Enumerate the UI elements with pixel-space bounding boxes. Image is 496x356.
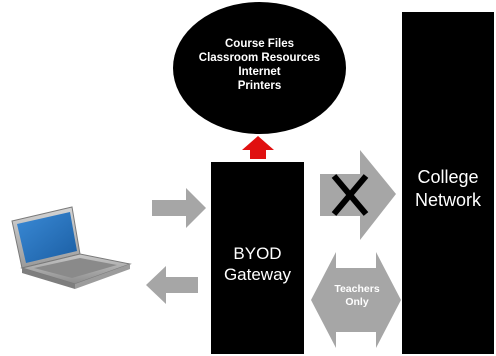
teachers-label-line1: Teachers xyxy=(334,283,380,295)
blocked-x-icon xyxy=(331,174,369,216)
laptop-icon xyxy=(11,206,132,289)
college-network-box: College Network xyxy=(402,12,494,354)
arrow-to-gateway-icon xyxy=(152,188,206,228)
resource-internet: Internet xyxy=(238,66,281,78)
teachers-label-line2: Only xyxy=(345,296,369,308)
gateway-label-line1: BYOD xyxy=(233,244,282,263)
teachers-double-arrow-icon xyxy=(311,252,401,348)
resource-classroom-resources: Classroom Resources xyxy=(198,52,321,64)
teachers-only-label: Teachers Only xyxy=(314,283,400,309)
college-label-line1: College xyxy=(417,167,479,187)
byod-gateway-box: BYOD Gateway xyxy=(211,162,304,354)
college-label-line2: Network xyxy=(414,190,481,210)
blocked-arrow-icon xyxy=(320,150,396,240)
resource-course-files: Course Files xyxy=(224,38,295,50)
arrow-to-laptop-icon xyxy=(146,266,198,304)
resource-printers: Printers xyxy=(237,80,282,92)
arrow-to-resources-icon xyxy=(242,136,274,159)
gateway-label-line2: Gateway xyxy=(223,265,292,284)
resources-ellipse: Course Files Classroom Resources Interne… xyxy=(173,2,346,134)
laptop-screen xyxy=(17,212,77,263)
